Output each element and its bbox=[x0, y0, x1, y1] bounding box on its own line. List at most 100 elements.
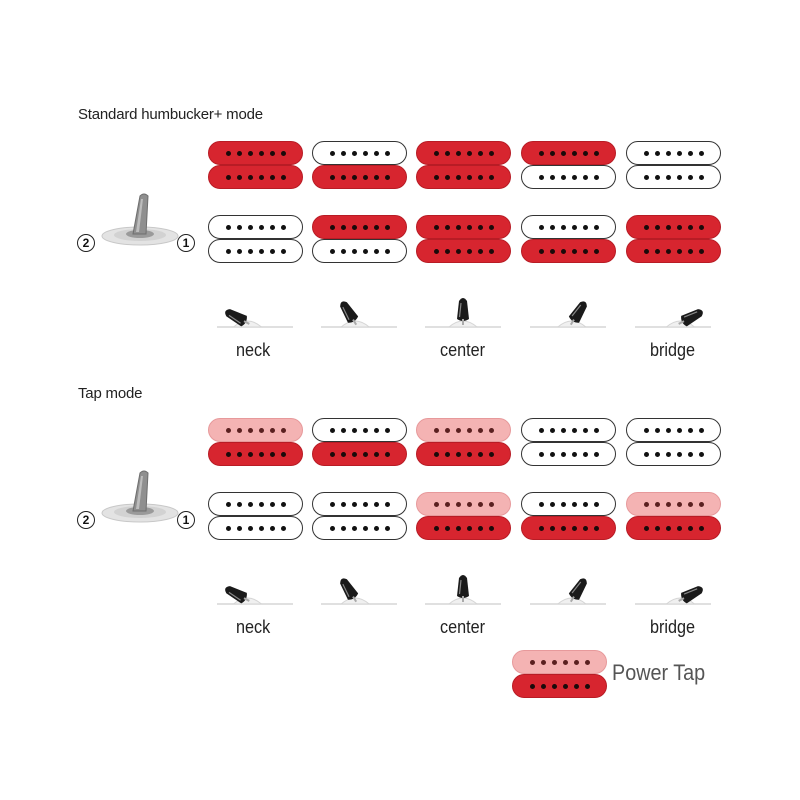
standard-pos4-coil-4 bbox=[521, 239, 616, 263]
pole-piece bbox=[373, 525, 379, 531]
pole-piece bbox=[247, 174, 253, 180]
pole-piece bbox=[236, 150, 242, 156]
pole-piece bbox=[584, 659, 590, 665]
legend-power-tap-coil-top bbox=[512, 650, 607, 674]
standard-mode-toggle-switch bbox=[101, 193, 179, 246]
pole-piece bbox=[654, 174, 660, 180]
pole-piece bbox=[247, 525, 253, 531]
standard-pos1-coil-4 bbox=[208, 239, 303, 263]
pole-piece bbox=[582, 248, 588, 254]
pole-piece bbox=[654, 224, 660, 230]
tap-pos4-coil-4 bbox=[521, 516, 616, 540]
pole-piece bbox=[477, 150, 483, 156]
pole-piece bbox=[571, 451, 577, 457]
standard-pos3-coil-1 bbox=[416, 141, 511, 165]
pole-piece bbox=[362, 150, 368, 156]
legend-power-tap-coil-bottom bbox=[512, 674, 607, 698]
pole-piece bbox=[351, 174, 357, 180]
pole-piece bbox=[477, 525, 483, 531]
pole-piece bbox=[280, 427, 286, 433]
pole-piece bbox=[351, 525, 357, 531]
tap-pos3-coil-1 bbox=[416, 418, 511, 442]
standard-pos4-coil-2 bbox=[521, 165, 616, 189]
pole-piece bbox=[362, 525, 368, 531]
tap-switch-position-2-badge: 2 bbox=[77, 511, 95, 529]
standard-pos5-coil-3 bbox=[626, 215, 721, 239]
pole-piece bbox=[455, 224, 461, 230]
pole-piece bbox=[466, 501, 472, 507]
legend-power-tap-label: Power Tap bbox=[612, 660, 706, 685]
pole-piece bbox=[247, 248, 253, 254]
tap-pos2-coil-1 bbox=[312, 418, 407, 442]
pole-piece bbox=[258, 150, 264, 156]
standard-pos1-coil-1 bbox=[208, 141, 303, 165]
pole-piece bbox=[269, 224, 275, 230]
pole-piece bbox=[488, 451, 494, 457]
pole-piece bbox=[687, 525, 693, 531]
pole-piece bbox=[351, 248, 357, 254]
pole-piece bbox=[280, 150, 286, 156]
pole-piece bbox=[455, 248, 461, 254]
pole-piece bbox=[538, 427, 544, 433]
pole-piece bbox=[488, 224, 494, 230]
tap-pos2-coil-3 bbox=[312, 492, 407, 516]
pole-piece bbox=[676, 150, 682, 156]
standard-selector-position-2-icon bbox=[321, 301, 397, 328]
pole-piece bbox=[549, 427, 555, 433]
pole-piece bbox=[698, 501, 704, 507]
pole-piece bbox=[258, 525, 264, 531]
pole-piece bbox=[373, 224, 379, 230]
pole-piece bbox=[698, 427, 704, 433]
pole-piece bbox=[593, 224, 599, 230]
pole-piece bbox=[665, 501, 671, 507]
standard-pos5-coil-2 bbox=[626, 165, 721, 189]
pole-piece bbox=[698, 174, 704, 180]
pole-piece bbox=[538, 174, 544, 180]
pole-piece bbox=[560, 451, 566, 457]
pole-piece bbox=[643, 150, 649, 156]
pole-piece bbox=[593, 501, 599, 507]
standard-label-bridge: bridge bbox=[650, 340, 696, 360]
pole-piece bbox=[384, 174, 390, 180]
standard-pos4-coil-3 bbox=[521, 215, 616, 239]
pole-piece bbox=[571, 525, 577, 531]
pole-piece bbox=[698, 248, 704, 254]
pole-piece bbox=[433, 174, 439, 180]
pole-piece bbox=[676, 427, 682, 433]
pole-piece bbox=[362, 501, 368, 507]
standard-selector-position-1-icon bbox=[217, 309, 293, 328]
pole-piece bbox=[340, 427, 346, 433]
pole-piece bbox=[540, 659, 546, 665]
pole-piece bbox=[549, 525, 555, 531]
pole-piece bbox=[225, 224, 231, 230]
pole-piece bbox=[584, 683, 590, 689]
pole-piece bbox=[643, 248, 649, 254]
pole-piece bbox=[654, 248, 660, 254]
tap-selector-position-3-icon bbox=[425, 575, 501, 605]
pole-piece bbox=[247, 501, 253, 507]
pole-piece bbox=[582, 150, 588, 156]
pole-piece bbox=[373, 248, 379, 254]
pole-piece bbox=[444, 248, 450, 254]
pole-piece bbox=[247, 427, 253, 433]
pole-piece bbox=[340, 451, 346, 457]
tap-mode-toggle-switch bbox=[101, 470, 179, 523]
standard-switch-position-2-badge: 2 bbox=[77, 234, 95, 252]
pole-piece bbox=[225, 248, 231, 254]
pole-piece bbox=[247, 224, 253, 230]
pole-piece bbox=[549, 174, 555, 180]
pole-piece bbox=[329, 248, 335, 254]
pole-piece bbox=[455, 174, 461, 180]
pole-piece bbox=[654, 451, 660, 457]
pole-piece bbox=[488, 427, 494, 433]
pole-piece bbox=[654, 427, 660, 433]
pole-piece bbox=[676, 224, 682, 230]
pole-piece bbox=[362, 224, 368, 230]
pole-piece bbox=[560, 525, 566, 531]
pole-piece bbox=[477, 501, 483, 507]
standard-pos2-coil-4 bbox=[312, 239, 407, 263]
pole-piece bbox=[593, 525, 599, 531]
pole-piece bbox=[665, 150, 671, 156]
pole-piece bbox=[466, 451, 472, 457]
pole-piece bbox=[687, 427, 693, 433]
